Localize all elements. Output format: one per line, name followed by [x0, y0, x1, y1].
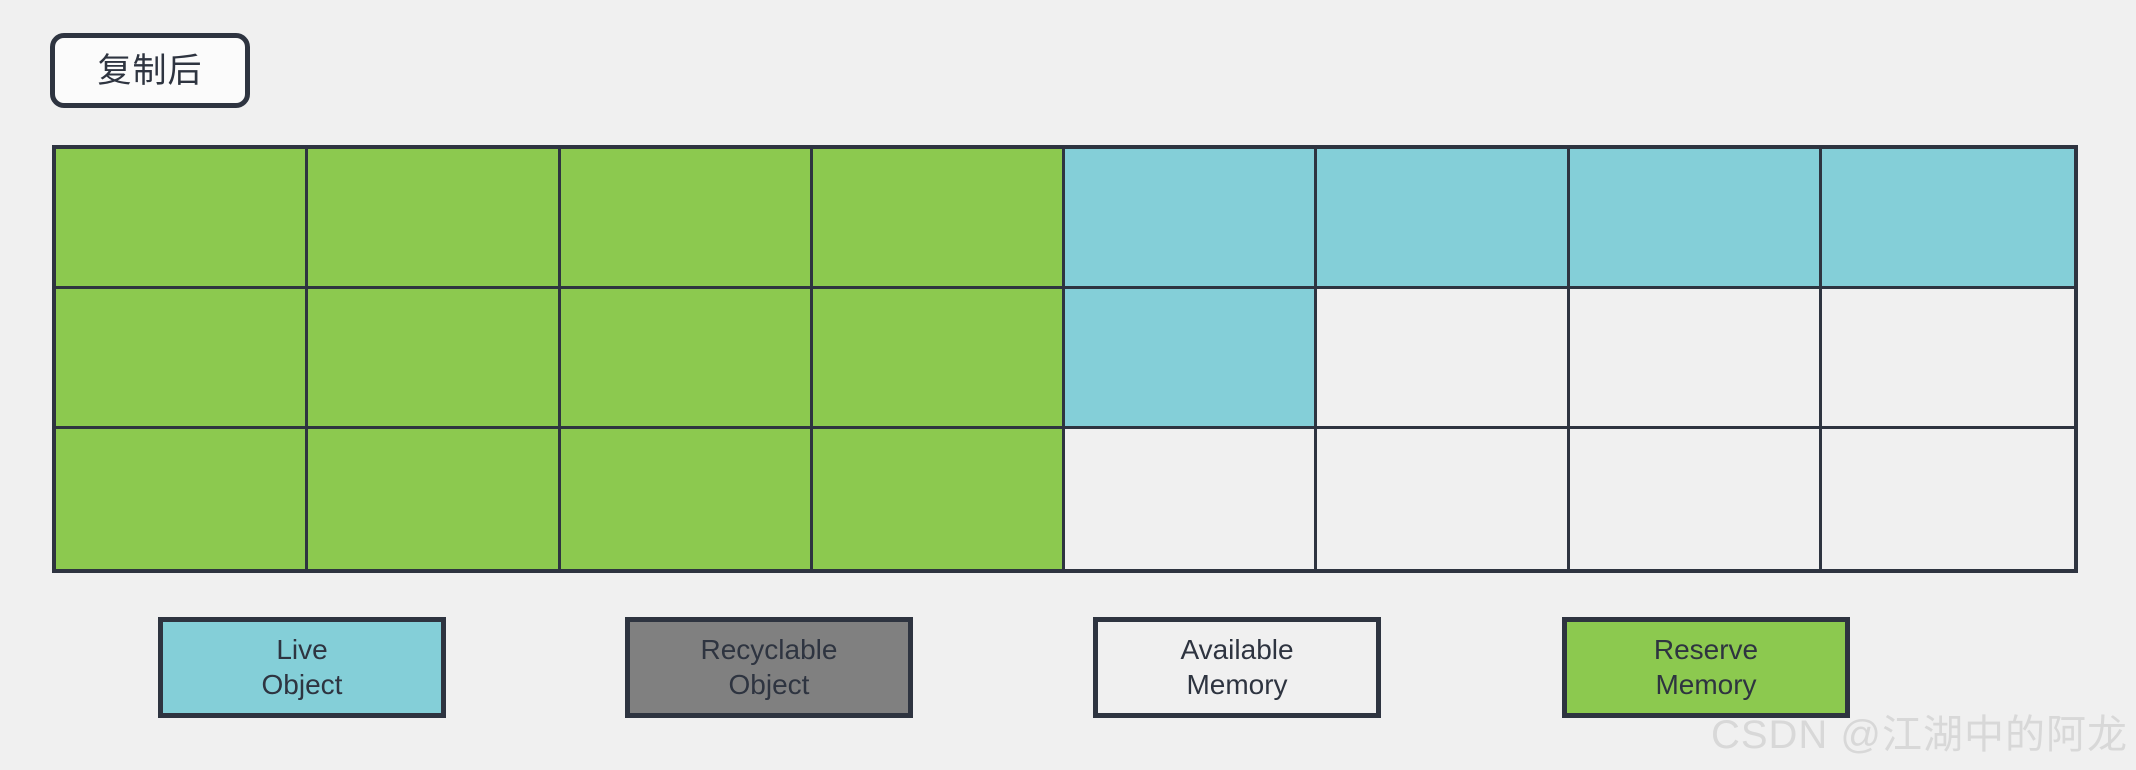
- legend-label-live-line2: Object: [261, 668, 343, 700]
- memory-cell-available-memory-r2c7: [1569, 289, 1822, 429]
- memory-grid: [52, 145, 2078, 573]
- memory-cell-live-object-r1c6: [1317, 149, 1570, 289]
- legend-label-recycle-line2: Object: [728, 668, 810, 700]
- memory-cell-live-object-r1c5: [1065, 149, 1318, 289]
- memory-cell-available-memory-r3c6: [1317, 429, 1570, 569]
- memory-cell-reserve-memory-r3c2: [308, 429, 561, 569]
- memory-cell-available-memory-r3c7: [1569, 429, 1822, 569]
- memory-cell-reserve-memory-r3c4: [812, 429, 1065, 569]
- diagram-title-label: 复制后: [97, 51, 203, 90]
- memory-cell-reserve-memory-r3c3: [560, 429, 813, 569]
- memory-cell-reserve-memory-r2c1: [56, 289, 309, 429]
- legend-label-available-line2: Memory: [1186, 668, 1288, 700]
- csdn-watermark: CSDN @江湖中的阿龙: [1710, 713, 2128, 757]
- memory-cell-available-memory-r2c8: [1821, 289, 2074, 429]
- legend-label-live-line1: Live: [276, 634, 328, 666]
- memory-cell-available-memory-r2c6: [1317, 289, 1570, 429]
- memory-cell-reserve-memory-r1c2: [308, 149, 561, 289]
- memory-cell-available-memory-r3c5: [1065, 429, 1318, 569]
- memory-cell-reserve-memory-r2c2: [308, 289, 561, 429]
- legend-label-available-line1: Available: [1180, 634, 1294, 666]
- memory-cell-reserve-memory-r3c1: [56, 429, 309, 569]
- memory-cell-reserve-memory-r1c1: [56, 149, 309, 289]
- legend-label-reserve-line2: Memory: [1655, 668, 1757, 700]
- diagram-title-badge: 复制后: [50, 33, 250, 108]
- legend-label-recycle-line1: Recyclable: [700, 634, 838, 666]
- memory-cell-reserve-memory-r2c4: [812, 289, 1065, 429]
- memory-cell-reserve-memory-r1c3: [560, 149, 813, 289]
- memory-cell-live-object-r1c8: [1821, 149, 2074, 289]
- memory-cell-live-object-r2c5: [1065, 289, 1318, 429]
- legend-label-reserve-line1: Reserve: [1653, 634, 1759, 666]
- memory-cell-available-memory-r3c8: [1821, 429, 2074, 569]
- memory-cell-reserve-memory-r1c4: [812, 149, 1065, 289]
- memory-cell-reserve-memory-r2c3: [560, 289, 813, 429]
- memory-cell-live-object-r1c7: [1569, 149, 1822, 289]
